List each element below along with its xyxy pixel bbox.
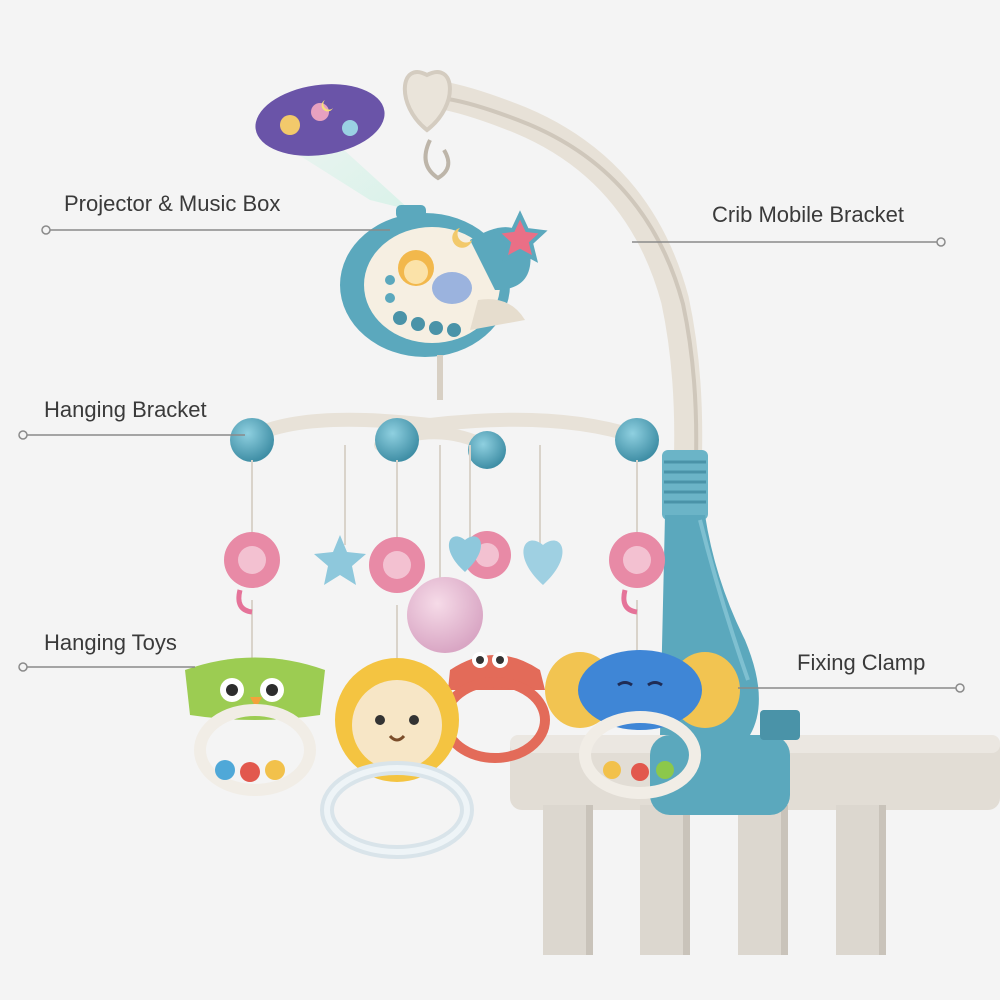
- callout-hanging-bracket: Hanging Bracket: [44, 397, 207, 422]
- fixing-clamp: [650, 450, 800, 815]
- hanging-bracket: [230, 355, 659, 469]
- star-toy-icon: [314, 535, 366, 585]
- callout-crib-mobile-bracket: Crib Mobile Bracket: [712, 202, 904, 227]
- callout-projector-music-box: Projector & Music Box: [64, 191, 281, 216]
- crib-mobile-bracket: [402, 70, 703, 469]
- heart-toy-icon: [523, 540, 563, 585]
- lion-rattle: [320, 658, 474, 859]
- elephant-rattle: [545, 650, 740, 799]
- star-button-icon: [492, 210, 548, 263]
- pink-ball-toy: [407, 577, 483, 653]
- heart-toy-icon-2: [448, 536, 482, 572]
- leader-lines: [18, 225, 965, 693]
- crab-rattle: [440, 652, 550, 763]
- heart-hook-icon: [402, 70, 452, 133]
- owl-rattle: [185, 657, 325, 796]
- callout-fixing-clamp: Fixing Clamp: [797, 650, 926, 675]
- projector-music-box: [340, 205, 548, 357]
- callout-hanging-toys: Hanging Toys: [44, 630, 177, 655]
